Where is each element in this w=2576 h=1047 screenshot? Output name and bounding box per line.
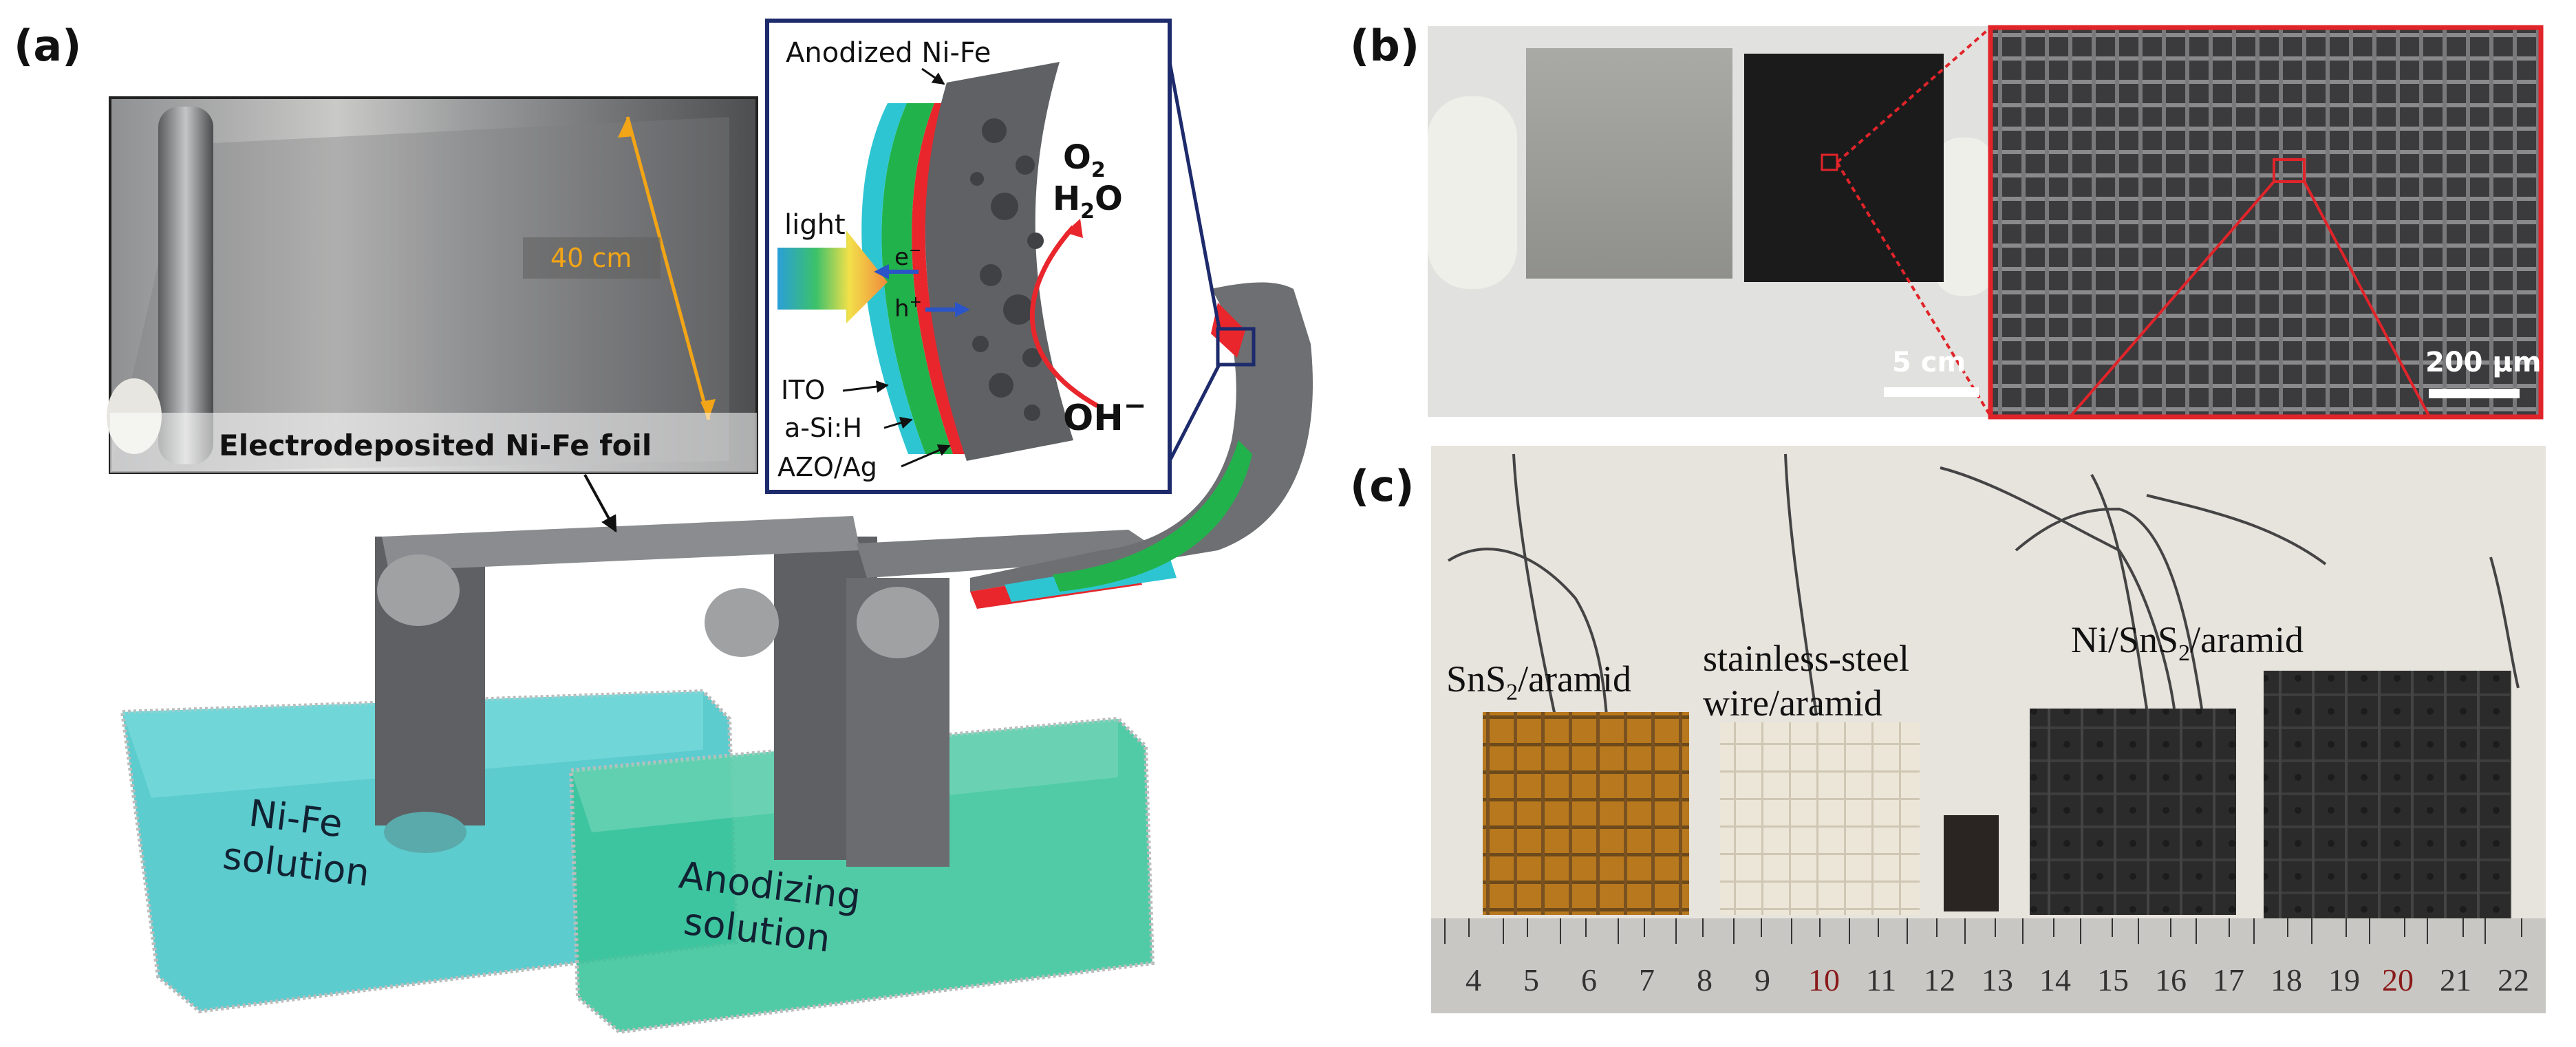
light-arrow-icon <box>777 230 888 323</box>
ruler-num: 8 <box>1697 962 1713 997</box>
ruler-num: 6 <box>1581 962 1597 997</box>
caption-pointer-arrow <box>583 474 617 533</box>
sample-stainless-steel-aramid <box>1720 722 1920 915</box>
electron-label: e− <box>894 242 921 271</box>
ruler-num: 7 <box>1639 962 1655 997</box>
label-stainless-steel: stainless-steel <box>1703 638 1909 679</box>
ruler-num: 16 <box>2155 962 2187 997</box>
cross-section-inset: Anodized Ni-Fe light e− h+ O2 H2O OH− IT… <box>765 19 1172 494</box>
scale-label-5cm: 5 cm <box>1892 347 1966 378</box>
sample-photo: 5 cm <box>1428 26 1995 418</box>
sem-zoom-box <box>2273 158 2306 183</box>
ruler-num: 13 <box>1982 962 2013 997</box>
scale-label-200um: 200 μm <box>2425 347 2542 378</box>
reactant-oh: OH− <box>1063 390 1146 439</box>
hole-label: h+ <box>894 294 922 323</box>
label-wire-aramid: wire/aramid <box>1703 682 1882 724</box>
ruler-ticks <box>1444 918 2522 944</box>
light-label: light <box>784 209 846 241</box>
glove-right <box>1933 138 1995 296</box>
ruler-num: 12 <box>1924 962 1955 997</box>
ruler-num: 9 <box>1754 962 1770 997</box>
dimension-arrow <box>625 116 711 420</box>
ruler-num: 21 <box>2440 962 2471 997</box>
ruler-numbers: 4 5 6 7 8 9 10 11 12 13 14 15 16 17 18 1… <box>1466 962 2529 997</box>
label-sns2-aramid: SnS2/aramid <box>1446 658 1631 705</box>
panel-a-label: (a) <box>14 21 82 71</box>
bare-sheet <box>1526 48 1732 279</box>
sample-ni-sns2-aramid-small <box>2030 709 2236 915</box>
ruler-num: 19 <box>2328 962 2360 997</box>
scale-bar-5cm <box>1884 387 1979 397</box>
scale-bar-200um <box>2429 389 2520 398</box>
inset-top-label: Anodized Ni-Fe <box>786 37 991 69</box>
tank-anodizing-label: Anodizing solution <box>671 853 874 964</box>
layer-label-ito: ITO <box>781 375 825 405</box>
coated-sheet <box>1744 54 1944 282</box>
fabric-photo: 4 5 6 7 8 9 10 11 12 13 14 15 16 17 18 1… <box>1431 446 2546 1013</box>
ruler <box>1431 918 2546 1013</box>
ruler-num: 10 <box>1808 962 1840 997</box>
zoom-line-bottom <box>1168 363 1221 462</box>
ruler-num: 22 <box>2498 962 2529 997</box>
layer-label-asih: a-Si:H <box>784 413 862 443</box>
ruler-num: 4 <box>1466 962 1481 997</box>
glove-left <box>1428 96 1517 289</box>
flexible-photoelectrode-sheet <box>970 282 1313 609</box>
ruler-num: 20 <box>2382 962 2414 997</box>
sample-sns2-aramid <box>1483 712 1689 915</box>
photo-caption: Electrodeposited Ni-Fe foil <box>219 429 652 462</box>
label-ni-sns2-aramid: Ni/SnS2/aramid <box>2071 619 2304 666</box>
ruler-num: 5 <box>1523 962 1539 997</box>
ruler-num: 18 <box>2271 962 2302 997</box>
sem-image: 200 μm <box>1988 25 2544 420</box>
zoom-line-top <box>1168 61 1221 330</box>
ruler-num: 14 <box>2039 962 2071 997</box>
foil-roll <box>158 107 213 464</box>
reaction-arrow <box>1029 225 1099 409</box>
zoom-box <box>1216 327 1256 367</box>
panel-b-label: (b) <box>1350 21 1419 71</box>
foil-photo: 40 cm Electrodeposited Ni-Fe foil <box>107 96 758 474</box>
product-h2o: H2O <box>1053 180 1123 224</box>
panel-c-label: (c) <box>1350 461 1414 511</box>
layer-label-azoag: AZO/Ag <box>777 452 877 482</box>
sample-ni-sns2-aramid-large <box>2264 671 2511 918</box>
dimension-label: 40 cm <box>550 243 632 273</box>
sample-small-black <box>1944 815 1999 911</box>
product-o2: O2 <box>1063 138 1106 182</box>
roll-to-roll-frame <box>375 516 1170 867</box>
ruler-num: 11 <box>1866 962 1896 997</box>
ruler-num: 17 <box>2213 962 2244 997</box>
tank-nife-label: Ni-Fe solution <box>221 789 378 895</box>
ruler-num: 15 <box>2097 962 2129 997</box>
